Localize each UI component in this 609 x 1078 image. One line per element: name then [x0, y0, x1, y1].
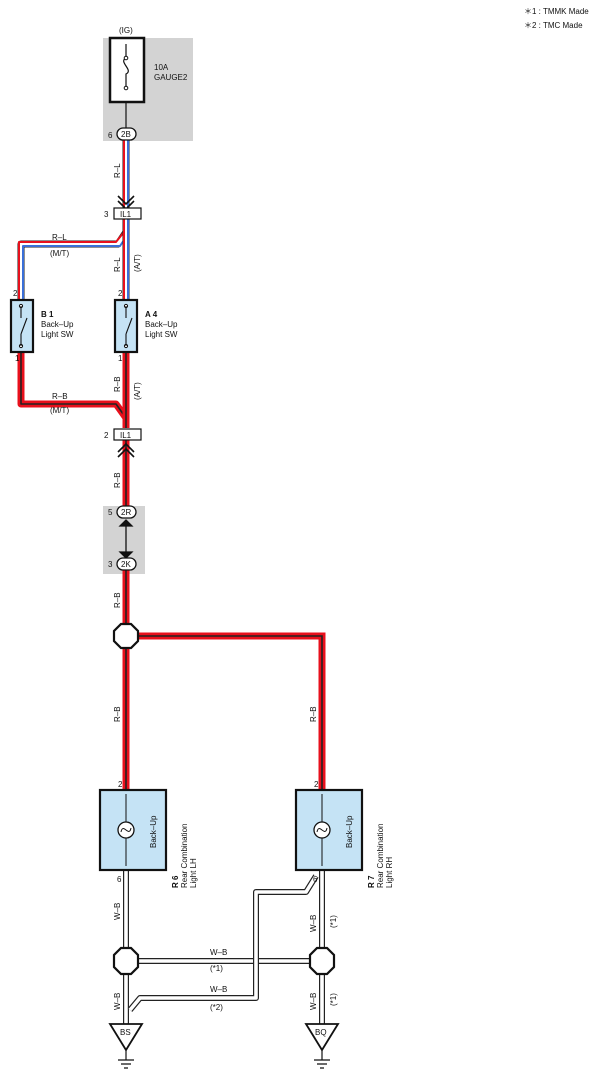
r7-code: R 7 [367, 875, 376, 888]
wire-label-mt-top: (M/T) [50, 249, 69, 258]
wire-label-r-b-lower: R–B [113, 592, 122, 608]
b1-pin-top: 2 [13, 289, 18, 298]
ground-bq: BQ [304, 1023, 340, 1069]
wire-label-mt-bottom: (M/T) [50, 406, 69, 415]
wire-label-star1-rh: (*1) [329, 915, 338, 928]
connector-2b: 6 2B [108, 127, 137, 141]
connector-2r-pin: 5 [108, 508, 113, 517]
r6-name-1: Rear Combination [180, 824, 189, 888]
fuse-gauge2: (IG) 10A GAUGE2 [108, 26, 188, 128]
wire-label-r-b-lh: R–B [113, 706, 122, 722]
ground-bq-label: BQ [315, 1028, 327, 1037]
connector-2b-label: 2B [121, 130, 131, 139]
a4-name-2: Light SW [145, 330, 178, 339]
wire-w-b [123, 870, 325, 1024]
wire-r-l [17, 134, 130, 300]
r7-pin-bottom: 6 [313, 875, 318, 884]
r7-name-1: Rear Combination [376, 824, 385, 888]
junction-il1-top: 3 IL1 [104, 207, 142, 220]
wire-label-at-bottom: (A/T) [133, 382, 142, 400]
r6-bulb-label: Back–Up [149, 815, 158, 848]
wire-label-r-b-at: R–B [113, 376, 122, 392]
b1-name-2: Light SW [41, 330, 74, 339]
junction-node-right [308, 946, 336, 976]
il1-top-pin: 3 [104, 210, 109, 219]
wire-label-star1-h: (*1) [210, 964, 223, 973]
r7-name-2: Light RH [385, 857, 394, 888]
r6-code: R 6 [171, 875, 180, 888]
b1-name-1: Back–Up [41, 320, 74, 329]
junction-node-left [112, 946, 140, 976]
il1-bottom-label: IL1 [120, 431, 132, 440]
wire-label-r-b-rh: R–B [309, 706, 318, 722]
r7-pin-top: 2 [314, 780, 319, 789]
connector-2b-pin: 6 [108, 131, 113, 140]
lamp-r6: 2 Back–Up 6 R 6 Rear Combination Light L… [98, 780, 198, 888]
junction-il1-bottom: 2 IL1 [104, 428, 142, 441]
il1-bottom-pin: 2 [104, 431, 109, 440]
ground-bs-label: BS [120, 1028, 131, 1037]
ground-bs: BS [108, 1023, 144, 1069]
fuse-amp: 10A [154, 63, 169, 72]
a4-pin-top: 2 [118, 289, 123, 298]
r6-pin-top: 2 [118, 780, 123, 789]
wire-label-r-b-mid: R–B [113, 472, 122, 488]
wire-label-r-l-mt: R–L [52, 233, 67, 242]
wire-label-r-b-mt: R–B [52, 392, 68, 401]
note-tmc: ＊2 : TMC Made [524, 21, 583, 30]
note-tmmk: ＊1 : TMMK Made [524, 7, 589, 16]
wire-label-star2-h: (*2) [210, 1003, 223, 1012]
a4-pin-bottom: 1 [118, 354, 123, 363]
wire-label-w-b-lh: W–B [113, 903, 122, 920]
a4-name-1: Back–Up [145, 320, 178, 329]
switch-a4: 2 1 A 4 Back–Up Light SW [113, 289, 178, 363]
connector-2r-label: 2R [121, 508, 131, 517]
wire-label-w-b-bq: W–B [309, 993, 318, 1010]
connector-2k-label: 2K [121, 560, 131, 569]
wire-label-w-b-rh: W–B [309, 915, 318, 932]
lamp-r7: 2 Back–Up 6 R 7 Rear Combination Light R… [294, 780, 394, 888]
b1-code: B 1 [41, 310, 54, 319]
b1-pin-bottom: 1 [15, 354, 20, 363]
a4-code: A 4 [145, 310, 158, 319]
r6-name-2: Light LH [189, 858, 198, 888]
arrow-connector-icon [118, 519, 134, 559]
connector-2k-pin: 3 [108, 560, 113, 569]
r7-bulb-label: Back–Up [345, 815, 354, 848]
arrow-up-icon [117, 442, 135, 458]
wire-label-w-b-h1: W–B [210, 948, 227, 957]
connector-2k: 3 2K [108, 557, 137, 571]
wire-label-r-l-main: R–L [113, 163, 122, 178]
il1-top-label: IL1 [120, 210, 132, 219]
wire-label-star1-bq: (*1) [329, 993, 338, 1006]
wire-label-w-b-bs: W–B [113, 993, 122, 1010]
junction-node-main [112, 622, 140, 650]
wire-label-w-b-h2: W–B [210, 985, 227, 994]
fuse-name: GAUGE2 [154, 73, 188, 82]
wire-label-at-top: (A/T) [133, 254, 142, 272]
ig-label: (IG) [119, 26, 133, 35]
connector-2r: 5 2R [108, 505, 137, 519]
r6-pin-bottom: 6 [117, 875, 122, 884]
switch-b1: 2 1 B 1 Back–Up Light SW [9, 289, 74, 363]
wire-r-b [17, 352, 326, 790]
wire-label-r-l-at: R–L [113, 257, 122, 272]
